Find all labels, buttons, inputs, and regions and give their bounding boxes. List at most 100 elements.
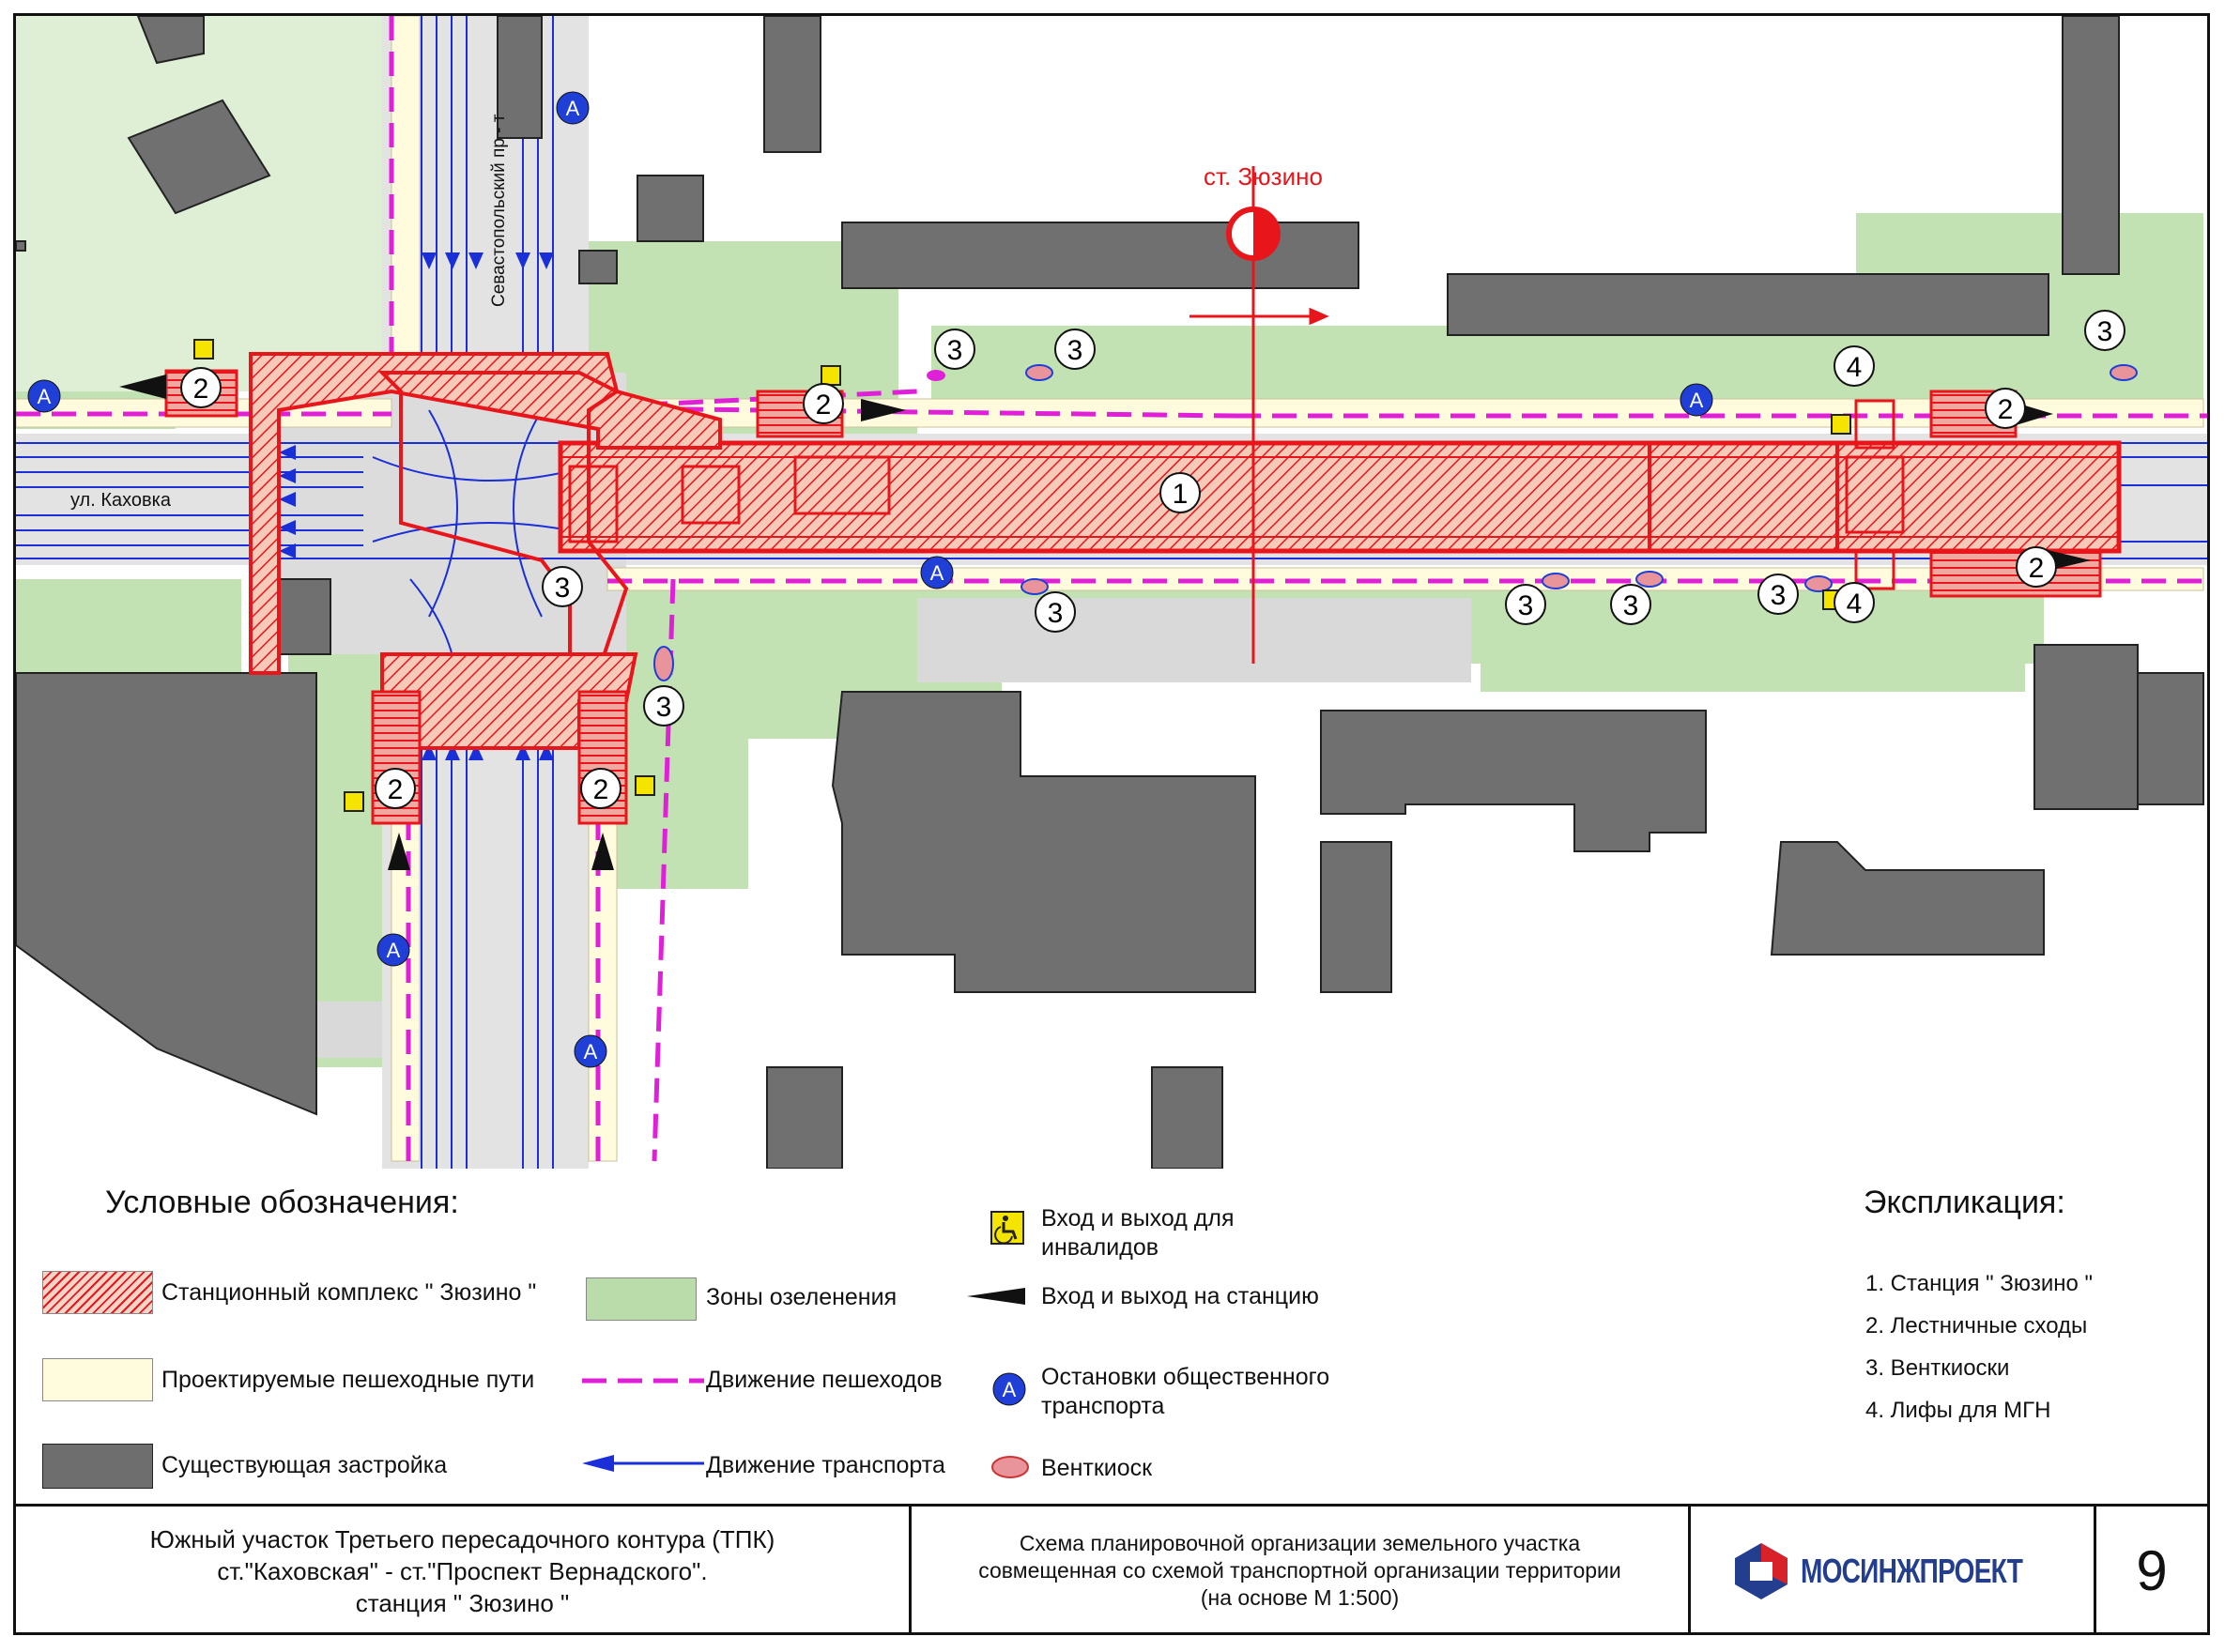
marker-2: 2 — [180, 367, 222, 408]
mosinzhproekt-logo-icon — [1734, 1542, 1788, 1599]
disabled-entry-icon — [990, 1211, 1024, 1245]
marker-3: 3 — [1054, 329, 1096, 370]
legend-label-disabled-entry: Вход и выход для инвалидов — [1041, 1205, 1235, 1261]
svg-text:A: A — [566, 97, 580, 120]
transit-stop-icon: A — [376, 933, 410, 967]
svg-text:3: 3 — [1067, 335, 1083, 366]
explication-item: 2. Лестничные сходы — [1865, 1313, 2088, 1338]
marker-2: 2 — [580, 768, 621, 809]
svg-text:3: 3 — [656, 692, 672, 723]
marker-3: 3 — [542, 566, 583, 607]
marker-3: 3 — [2084, 310, 2125, 351]
legend-label-existing-buildings: Существующая застройка — [161, 1452, 448, 1478]
transit-stops: A A A A A A — [27, 91, 1713, 1068]
sheet-number: 9 — [2136, 1539, 2168, 1602]
marker-3: 3 — [1035, 591, 1076, 633]
marker-2: 2 — [375, 768, 416, 809]
marker-4: 4 — [1834, 582, 1875, 623]
vent-kiosk-icon — [991, 1456, 1029, 1478]
svg-text:A: A — [387, 939, 401, 962]
marker-1: 1 — [1159, 472, 1201, 513]
explication-item: 1. Станция " Зюзино " — [1865, 1271, 2094, 1296]
paved-areas — [241, 598, 1471, 1058]
svg-text:3: 3 — [947, 335, 963, 366]
legend-transport-line-icon — [582, 1455, 704, 1472]
transit-stop-icon: A — [920, 556, 954, 589]
project-title-line: Южный участок Третьего пересадочного кон… — [149, 1524, 775, 1553]
metro-station-icon — [1226, 206, 1281, 261]
transit-stop-icon: A — [27, 379, 61, 413]
transit-stop-icon: A — [992, 1372, 1026, 1406]
svg-text:3: 3 — [1048, 598, 1064, 629]
logo-cell: МОСИНЖПРОЕКТ — [1691, 1507, 2096, 1635]
svg-text:4: 4 — [1847, 352, 1863, 383]
marker-3: 3 — [1505, 584, 1546, 625]
scheme-title-line: совмещенная со схемой транспортной орган… — [978, 1558, 1621, 1583]
legend-label-vent-kiosk: Венткиоск — [1041, 1455, 1153, 1481]
svg-text:3: 3 — [2097, 316, 2113, 347]
explication-item: 4. Лифы для МГН — [1865, 1398, 2051, 1423]
marker-3: 3 — [1610, 584, 1651, 625]
scheme-title-line: (на основе М 1:500) — [1200, 1585, 1400, 1610]
legend-label-green-zones: Зоны озеленения — [706, 1284, 898, 1310]
scheme-title-cell: Схема планировочной организации земельно… — [912, 1507, 1691, 1635]
station-complex — [164, 352, 2122, 825]
svg-text:A: A — [1003, 1378, 1017, 1401]
sheet-number-cell: 9 — [2096, 1507, 2207, 1635]
legend-label-station-entry: Вход и выход на станцию — [1041, 1283, 1319, 1309]
svg-text:2: 2 — [388, 774, 404, 805]
marker-2: 2 — [803, 383, 844, 424]
numbered-markers: 1 2 2 2 2 2 2 3 3 3 3 3 3 3 3 3 4 4 — [180, 310, 2125, 809]
transit-stop-icon: A — [574, 1034, 607, 1068]
legend-label-pedestrian-movement: Движение пешеходов — [706, 1367, 943, 1393]
legend-label-pedestrian-paths: Проектируемые пешеходные пути — [161, 1367, 535, 1393]
svg-text:3: 3 — [1771, 580, 1787, 611]
transport-direction-arrows — [279, 252, 554, 760]
project-title-line: станция " Зюзино " — [355, 1588, 570, 1617]
legend-swatch-pedestrian-paths — [42, 1358, 153, 1401]
station-entry-arrow-icon — [967, 1288, 1025, 1305]
svg-text:2: 2 — [1998, 394, 2014, 425]
legend-swatch-existing-buildings — [42, 1444, 153, 1489]
marker-2: 2 — [2016, 546, 2057, 588]
site-plan-map: ст. Зюзино ул. Каховка Севастопольский п… — [16, 16, 2207, 1169]
project-title-line: ст."Каховская" - ст."Проспект Вернадског… — [217, 1556, 708, 1585]
svg-text:A: A — [584, 1040, 598, 1063]
marker-4: 4 — [1834, 345, 1875, 387]
svg-text:2: 2 — [593, 774, 609, 805]
marker-2: 2 — [1985, 388, 2026, 429]
legend-swatch-station-complex — [42, 1271, 153, 1314]
svg-text:2: 2 — [193, 374, 209, 405]
project-title-cell: Южный участок Третьего пересадочного кон… — [16, 1507, 912, 1635]
explication-title: Экспликация: — [1864, 1185, 2065, 1220]
svg-text:A: A — [38, 385, 52, 408]
marker-3: 3 — [934, 329, 975, 370]
svg-text:2: 2 — [2029, 553, 2045, 584]
transit-stop-icon: A — [1680, 383, 1713, 417]
legend-title: Условные обозначения: — [105, 1185, 459, 1220]
svg-text:3: 3 — [1518, 590, 1534, 621]
svg-text:2: 2 — [816, 390, 832, 421]
explication-item: 3. Венткиоски — [1865, 1355, 2010, 1381]
street-label-sevastopolsky: Севастопольский пр - т — [489, 114, 509, 307]
transit-stop-icon: A — [556, 91, 590, 125]
legend-label-transport-movement: Движение транспорта — [706, 1452, 945, 1478]
title-block: Южный участок Третьего пересадочного кон… — [16, 1504, 2207, 1635]
svg-text:1: 1 — [1173, 479, 1189, 510]
logo-text: МОСИНЖПРОЕКТ — [1800, 1551, 2023, 1590]
svg-text:3: 3 — [555, 573, 571, 604]
legend-pedestrian-line-icon — [582, 1378, 704, 1384]
svg-text:A: A — [930, 561, 944, 585]
legend-swatch-green-zones — [586, 1277, 697, 1321]
legend-label-transit-stops: Остановки общественного транспорта — [1041, 1364, 1330, 1419]
street-label-kakhovka: ул. Каховка — [70, 490, 172, 511]
marker-3: 3 — [643, 685, 684, 727]
station-label: ст. Зюзино — [1204, 162, 1323, 191]
legend-label-station-complex: Станционный комплекс " Зюзино " — [161, 1279, 537, 1306]
svg-text:A: A — [1690, 389, 1704, 412]
scheme-title-line: Схема планировочной организации земельно… — [1019, 1531, 1581, 1555]
svg-text:4: 4 — [1847, 589, 1863, 620]
vent-kiosks — [653, 364, 2138, 681]
svg-text:3: 3 — [1623, 590, 1639, 621]
marker-3: 3 — [1757, 574, 1799, 615]
